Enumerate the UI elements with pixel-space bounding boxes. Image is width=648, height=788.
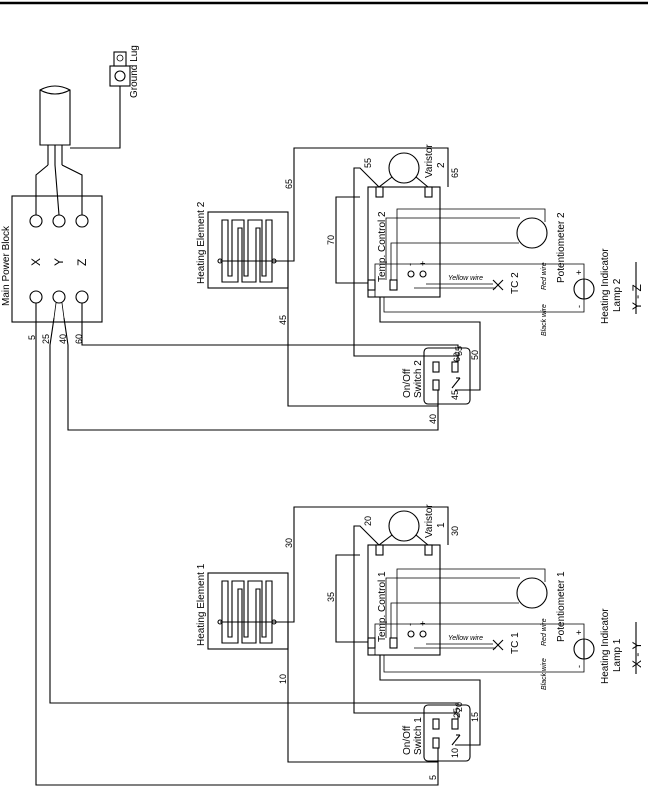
ground-lug: Ground Lug [109,45,140,98]
wire-label-30a: 30 [284,538,294,548]
potentiometer-2: Potentiometer 2 [516,212,567,283]
varistor-2-label-a: Varistor [424,144,435,178]
wire-label-20b: 20 [454,702,464,712]
wire-label-50: 50 [470,350,480,360]
heating-element-1-label: Heating Element 1 [196,563,207,646]
phase-2-label: Y - Z [630,284,644,310]
lamp-2-label-a: Heating Indicator [600,248,611,324]
wire-label-10b: 10 [450,748,460,758]
phase-1-label: X - Y [630,642,644,668]
wire-label-55a: 55 [363,158,373,168]
tc2-plus: + [418,261,428,266]
temp-control-1: Temp. Control 1 - + [367,544,441,656]
tc1-minus: - [405,623,415,626]
lamp-1-label-a: Heating Indicator [600,608,611,684]
lamp1-minus: - [574,665,584,668]
main-power-block: Main Power Block X Y Z [1,195,103,323]
tc2-red-label: Red wire [541,262,548,290]
switch-2-label-b: Switch 2 [413,360,424,398]
varistor-2: Varistor 2 [378,144,447,188]
tc1-black-label: Black wire [541,658,548,690]
wire-label-40-top: 40 [58,334,68,344]
tc1-red-label: Red wire [541,618,548,646]
wire-label-45a: 45 [278,315,288,325]
ground-lug-label: Ground Lug [129,45,140,98]
temp-control-1-label: Temp. Control 1 [377,571,388,642]
heating-element-2: Heating Element 2 [196,201,289,289]
lamp1-plus: + [574,630,584,635]
varistor-1-label-a: Varistor [424,504,435,538]
main-power-block-label: Main Power Block [1,225,12,306]
lamp-1: + - Heating Indicator Lamp 1 X - Y [573,608,644,684]
lamp2-minus: - [574,305,584,308]
lamp-1-label-b: Lamp 1 [612,638,623,672]
wire-label-65b: 65 [450,168,460,178]
wire-label-60b: 60 [452,352,462,362]
tc1-yellow-wire-label: Yellow wire [448,635,483,642]
power-cable [39,85,121,165]
wire-label-70: 70 [326,235,336,245]
wire-label-25b: 25 [452,708,462,718]
wire-label-20a: 20 [363,516,373,526]
switch-1-label-b: Switch 1 [413,717,424,755]
terminal-z-label: Z [75,259,89,266]
wire-label-40b: 40 [428,414,438,424]
temp-control-2: Temp. Control 2 - + [367,186,441,298]
terminal-y-label: Y [52,258,66,266]
heating-element-1: Heating Element 1 [196,563,289,650]
lamp-2-label-b: Lamp 2 [612,278,623,312]
wire-label-35: 35 [326,592,336,602]
section-1-wires [220,506,585,763]
switch-2-label-a: On/Off [402,369,413,398]
tc2-yellow-wire-label: Yellow wire [448,275,483,282]
wire-label-55b: 55 [454,346,464,356]
switch-1-label-a: On/Off [402,726,413,755]
tc-1-label: TC 1 [510,632,521,654]
terminal-x-label: X [29,258,43,266]
varistor-1-label-b: 1 [436,522,447,528]
wire-label-60-top: 60 [74,334,84,344]
varistor-1: Varistor 1 [378,504,447,546]
potentiometer-2-label: Potentiometer 2 [556,212,567,283]
wire-label-10a: 10 [278,674,288,684]
wire-label-15: 15 [470,712,480,722]
varistor-2-label-b: 2 [436,162,447,168]
wire-label-45b: 45 [450,390,460,400]
tc2-black-label: Black wire [541,304,548,336]
lamp2-plus: + [574,270,584,275]
lamp-2: + - Heating Indicator Lamp 2 Y - Z [573,248,644,324]
potentiometer-1-label: Potentiometer 1 [556,571,567,642]
tc2-minus: - [405,263,415,266]
wire-label-5-top: 5 [27,335,37,340]
section-2-wires [220,147,585,407]
wire-label-30b: 30 [450,526,460,536]
temp-control-2-label: Temp. Control 2 [377,211,388,282]
wire-label-25-top: 25 [41,334,51,344]
tc-2-label: TC 2 [510,272,521,294]
potentiometer-1: Potentiometer 1 [516,571,567,642]
cable-to-block-wires [35,164,83,319]
heating-element-2-label: Heating Element 2 [196,201,207,284]
wire-label-5b: 5 [428,775,438,780]
wire-label-65a: 65 [284,179,294,189]
tc1-plus: + [418,621,428,626]
